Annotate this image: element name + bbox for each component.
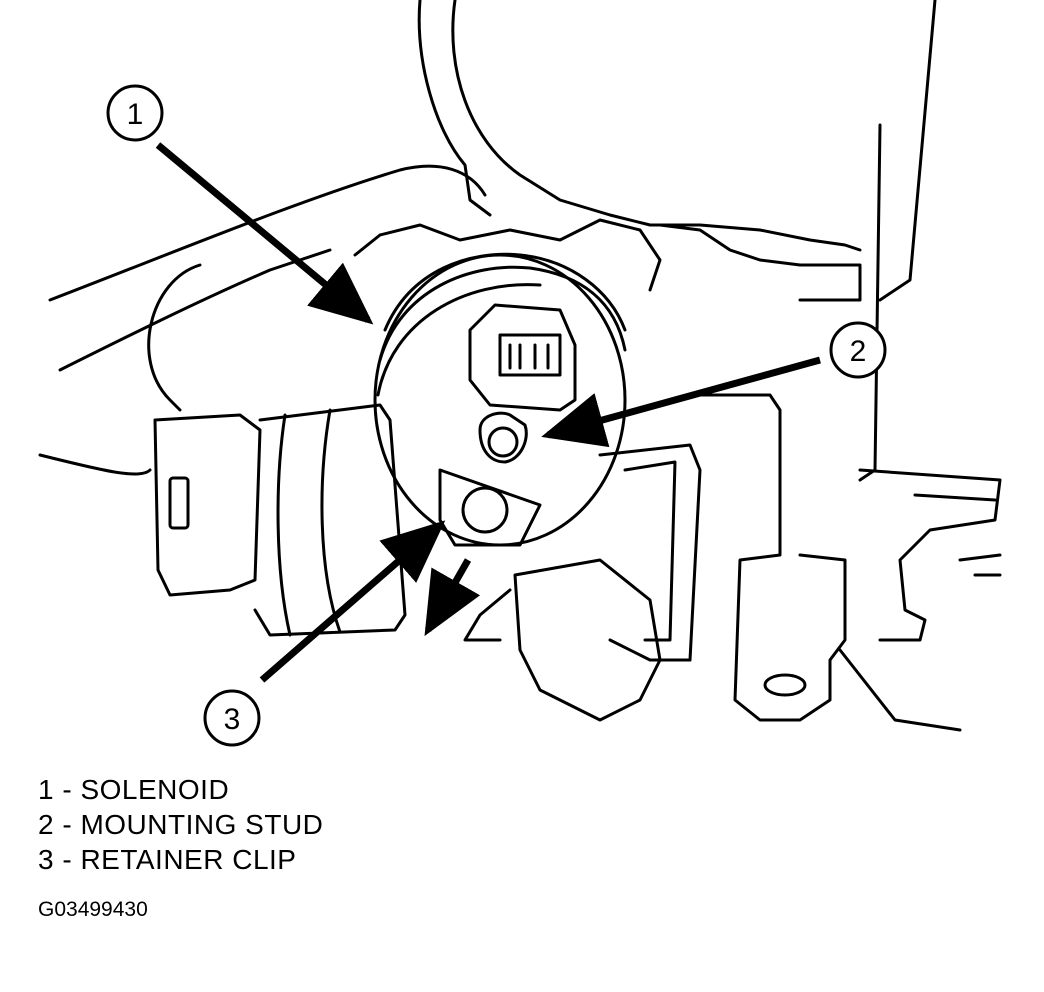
retainer-clip: [438, 468, 542, 547]
upper-bracket: [353, 218, 662, 292]
callout-2-leader: [541, 356, 821, 448]
callout-1: 1: [106, 84, 164, 142]
legend-item-solenoid: 1 - SOLENOID: [38, 774, 230, 805]
callout-3-leader: [259, 520, 446, 683]
column-left-outline: [417, 0, 492, 217]
mounting-stud: [487, 426, 519, 458]
wire-harness-mid: [58, 248, 332, 372]
wire-harness-top: [48, 164, 487, 302]
parts-legend: 1 - SOLENOID 2 - MOUNTING STUD 3 - RETAI…: [38, 772, 323, 877]
upper-bracket-2: [658, 223, 862, 302]
switch-plate-inner: [623, 460, 677, 642]
side-housing: [698, 393, 847, 722]
column-far-right: [878, 0, 937, 302]
removal-direction-arrow: [424, 558, 481, 637]
callout-2: 2: [829, 321, 887, 379]
callout-1-leader: [155, 142, 374, 325]
lower-bracket: [513, 558, 662, 722]
ignition-barrel: [253, 403, 407, 637]
column-right-edge: [858, 123, 882, 482]
key-cylinder-housing: [153, 413, 262, 597]
legend-item-retainer-clip: 3 - RETAINER CLIP: [38, 844, 297, 875]
callout-2-number: 2: [850, 335, 867, 368]
wire-loop: [147, 263, 202, 412]
retainer-clip-hole: [461, 486, 509, 534]
key-slot-detail: [168, 476, 190, 530]
wire-harness-lower: [38, 453, 152, 476]
callout-3: 3: [203, 689, 261, 747]
right-bracket: [858, 468, 1002, 642]
switch-plate: [598, 443, 702, 662]
column-upper-outline: [451, 0, 862, 252]
figure-id: G03499430: [38, 898, 148, 921]
callout-1-number: 1: [127, 98, 144, 131]
connector-socket: [498, 333, 562, 377]
legend-item-mounting-stud: 2 - MOUNTING STUD: [38, 809, 324, 840]
mounting-stud-boss: [478, 411, 528, 464]
side-housing-bore: [763, 673, 807, 697]
callout-3-number: 3: [224, 703, 241, 736]
solenoid-removal-illustration: 1 2 3: [38, 0, 1002, 747]
solenoid-body: [373, 253, 627, 547]
